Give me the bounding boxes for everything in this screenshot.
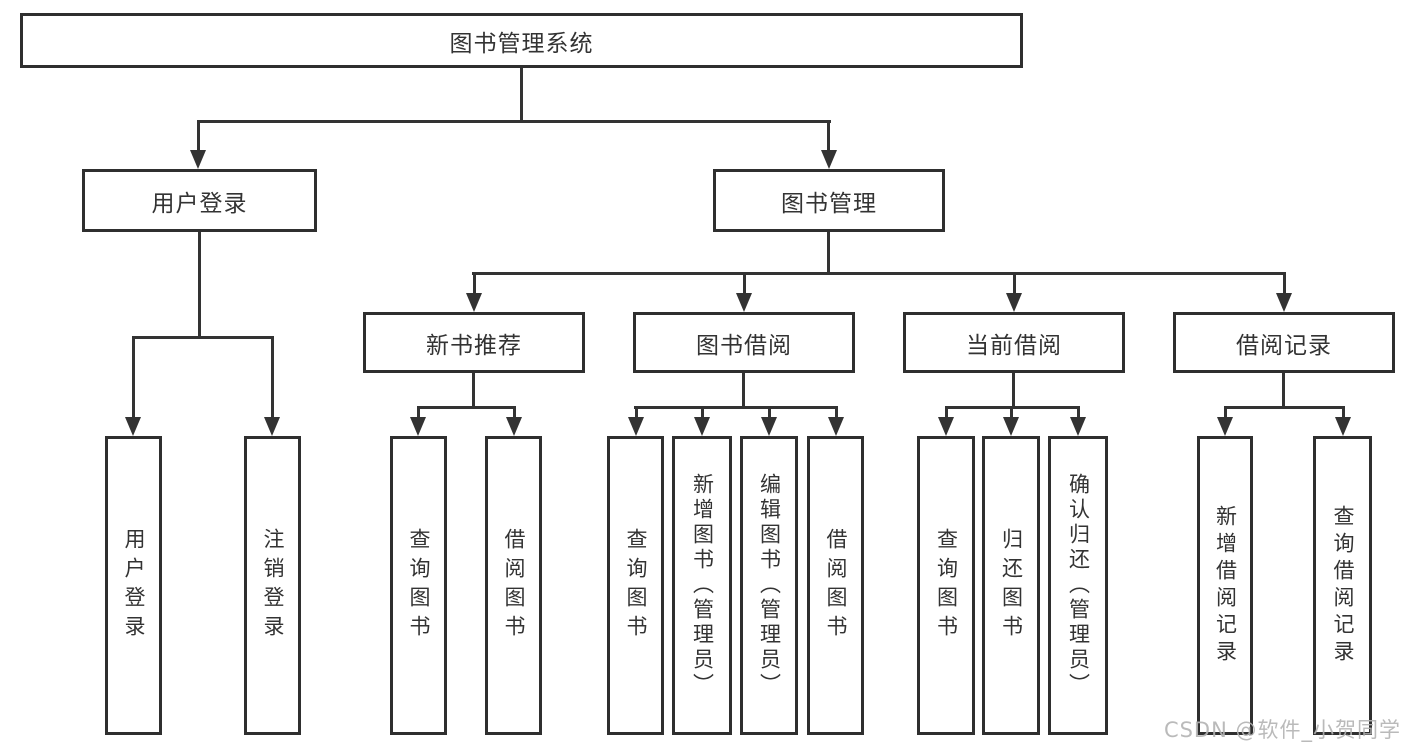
connector-stub-leaf	[835, 406, 838, 420]
node-borrow-record: 借阅记录	[1173, 312, 1395, 373]
connector-stub-book-management	[827, 120, 830, 153]
connector-stub-level3	[1283, 272, 1286, 295]
connector-record-horizontal	[1224, 406, 1344, 409]
leaf-borrow-add-books-admin: 新增图书（管理员）	[672, 436, 732, 735]
arrowhead-icon	[506, 417, 522, 436]
connector-root-down	[520, 68, 523, 123]
leaf-current-query-books: 查询图书	[917, 436, 975, 735]
leaf-borrow-query-books: 查询图书	[607, 436, 664, 735]
leaf-user-login: 用户登录	[105, 436, 162, 735]
connector-login-horizontal	[132, 336, 274, 339]
leaf-record-add-borrow-record: 新增借阅记录	[1197, 436, 1253, 735]
arrowhead-icon	[628, 417, 644, 436]
arrowhead-icon	[1070, 417, 1086, 436]
arrowhead-icon	[1217, 417, 1233, 436]
leaf-borrow-borrow-books: 借阅图书	[807, 436, 864, 735]
connector-stub-level3	[473, 272, 476, 295]
arrowhead-icon	[828, 417, 844, 436]
leaf-current-return-books: 归还图书	[982, 436, 1040, 735]
node-book-borrow: 图书借阅	[633, 312, 855, 373]
leaf-newbook-borrow-books: 借阅图书	[485, 436, 542, 735]
leaf-current-confirm-return-admin: 确认归还（管理员）	[1048, 436, 1108, 735]
arrowhead-icon	[125, 417, 141, 436]
connector-stub-leaf	[701, 406, 704, 420]
connector-stub-leaf	[1010, 406, 1013, 420]
arrowhead-icon	[694, 417, 710, 436]
connector-current-down	[1012, 373, 1015, 409]
connector-stub-level3	[743, 272, 746, 295]
arrowhead-icon	[264, 417, 280, 436]
connector-borrow-horizontal	[634, 406, 837, 409]
arrowhead-icon	[1006, 293, 1022, 312]
arrowhead-icon	[466, 293, 482, 312]
arrowhead-icon	[1276, 293, 1292, 312]
arrowhead-icon	[761, 417, 777, 436]
arrowhead-icon	[410, 417, 426, 436]
arrowhead-icon	[821, 150, 837, 169]
arrowhead-icon	[190, 150, 206, 169]
connector-newbook-horizontal	[417, 406, 516, 409]
connector-stub-leaf	[635, 406, 638, 420]
connector-management-down	[827, 232, 830, 275]
arrowhead-icon	[736, 293, 752, 312]
connector-level3-horizontal	[472, 272, 1285, 275]
connector-login-down	[198, 232, 201, 339]
connector-newbook-down	[472, 373, 475, 409]
arrowhead-icon	[1003, 417, 1019, 436]
arrowhead-icon	[1335, 417, 1351, 436]
connector-stub-leaf	[768, 406, 771, 420]
arrowhead-icon	[938, 417, 954, 436]
csdn-watermark: CSDN @软件_小贺同学	[1163, 718, 1401, 742]
connector-stub-leaf	[1077, 406, 1080, 420]
node-current-borrow: 当前借阅	[903, 312, 1125, 373]
connector-stub-leaf	[271, 336, 274, 420]
leaf-record-query-borrow-record: 查询借阅记录	[1313, 436, 1372, 735]
connector-stub-level3	[1013, 272, 1016, 295]
connector-stub-leaf	[132, 336, 135, 420]
connector-stub-leaf	[1342, 406, 1345, 420]
connector-root-horizontal	[197, 120, 831, 123]
node-new-book-recommend: 新书推荐	[363, 312, 585, 373]
connector-stub-leaf	[1224, 406, 1227, 420]
connector-stub-leaf	[513, 406, 516, 420]
connector-stub-leaf	[945, 406, 948, 420]
leaf-logout: 注销登录	[244, 436, 301, 735]
connector-stub-leaf	[417, 406, 420, 420]
connector-record-down	[1282, 373, 1285, 409]
leaf-newbook-query-books: 查询图书	[390, 436, 447, 735]
connector-borrow-down	[742, 373, 745, 409]
connector-stub-user-login	[197, 120, 200, 153]
node-user-login: 用户登录	[82, 169, 317, 232]
node-root: 图书管理系统	[20, 13, 1023, 68]
node-book-management: 图书管理	[713, 169, 945, 232]
leaf-borrow-edit-books-admin: 编辑图书（管理员）	[740, 436, 798, 735]
